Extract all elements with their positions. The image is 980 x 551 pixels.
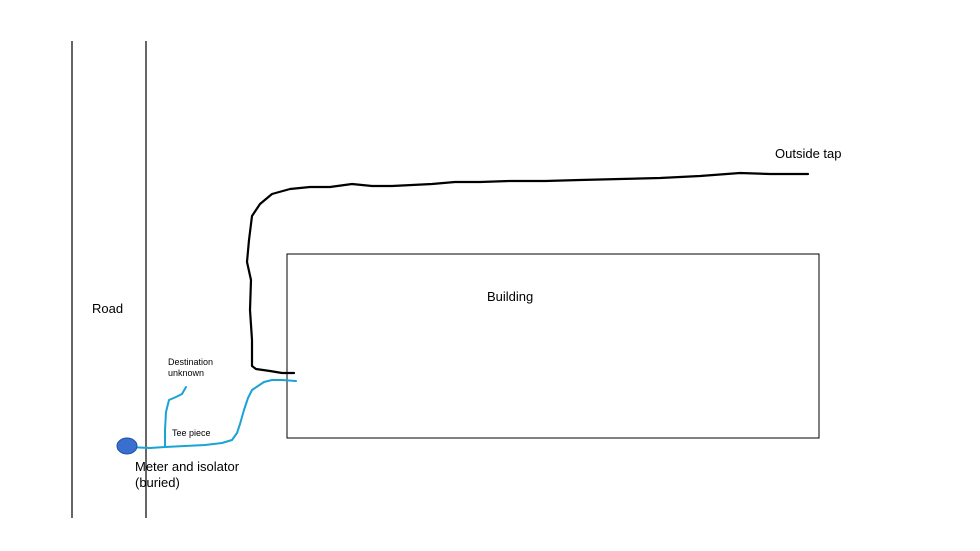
outside-tap-pipe: [245, 171, 810, 375]
building-label: Building: [487, 289, 534, 304]
destination-label-line1: Destination: [168, 357, 214, 367]
outside-tap-label: Outside tap: [775, 146, 842, 161]
meter-label-line1: Meter and isolator: [135, 459, 240, 474]
branch-pipe: [164, 386, 187, 448]
meter-label: Meter and isolator (buried): [135, 459, 239, 490]
meter-label-line2: (buried): [135, 474, 180, 490]
tee-piece-label: Tee piece: [172, 428, 211, 438]
road-label: Road: [92, 301, 124, 316]
meter-icon: [116, 437, 138, 455]
destination-label-line2: unknown: [168, 367, 205, 378]
building-outline: [286, 253, 820, 439]
mains-pipe: [127, 379, 297, 449]
destination-label: Destination unknown: [168, 357, 213, 379]
